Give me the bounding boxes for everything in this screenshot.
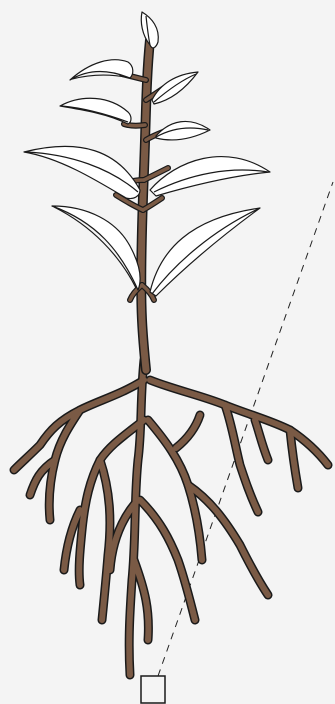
plant-diagram [0, 0, 335, 704]
diagram-canvas [0, 0, 335, 704]
background [0, 0, 335, 704]
